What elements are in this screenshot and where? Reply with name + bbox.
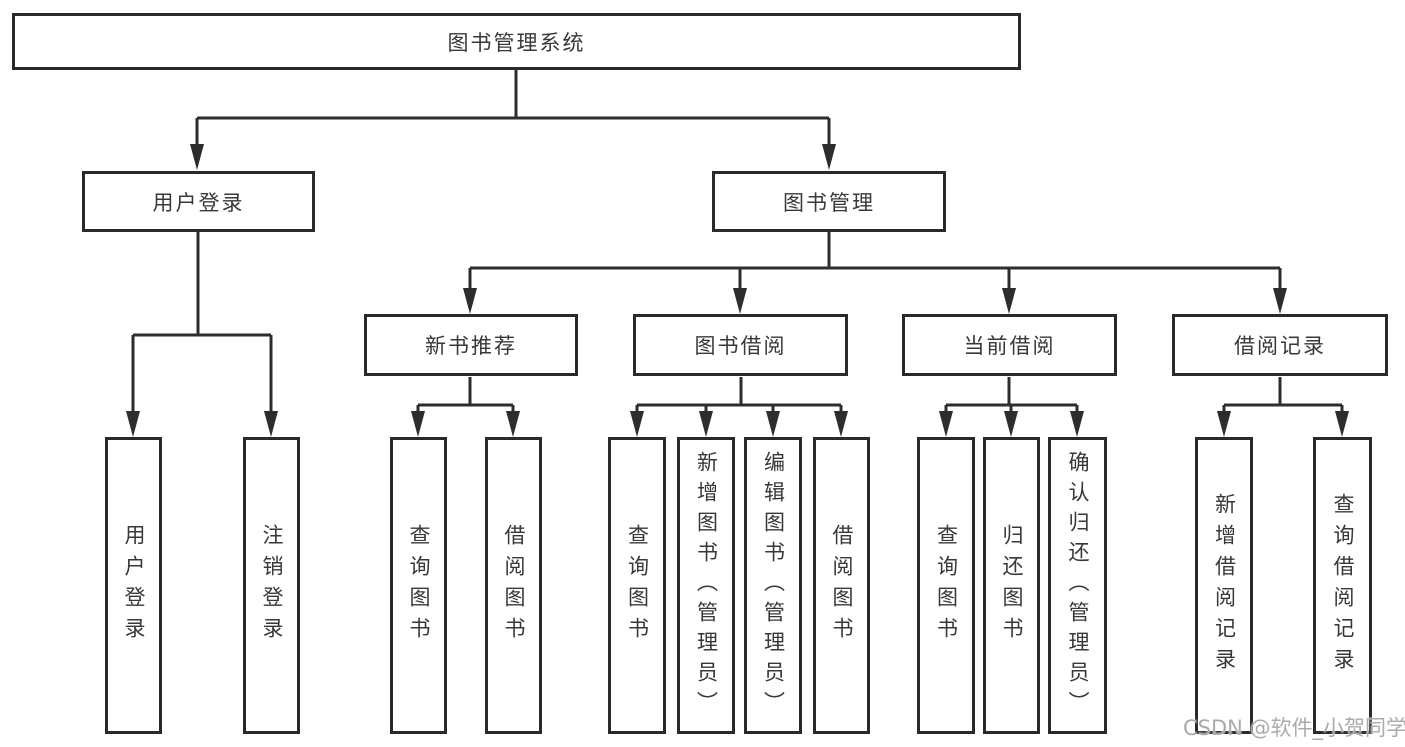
node-library-management-system: 图书管理系统: [12, 13, 1021, 70]
arrowheads: [126, 144, 1349, 437]
csdn-watermark: CSDN @软件_小贺同学: [1183, 716, 1405, 740]
node-borrowing-records: 借阅记录: [1172, 314, 1388, 376]
node-query-borrow-record: 查询借阅记录: [1313, 437, 1372, 734]
node-add-book-admin: 新增图书（管理员）: [677, 437, 735, 734]
node-edit-book-admin: 编辑图书（管理员）: [744, 437, 802, 734]
connector-path: [131, 70, 1344, 413]
node-return-book: 归还图书: [983, 437, 1040, 734]
node-borrow-books-recommend: 借阅图书: [485, 437, 542, 734]
node-query-books-borrowing: 查询图书: [608, 437, 666, 734]
node-user-login-leaf: 用户登录: [105, 437, 162, 734]
node-book-borrowing: 图书借阅: [633, 314, 848, 376]
node-query-books-current: 查询图书: [917, 437, 975, 734]
node-current-borrowing: 当前借阅: [902, 314, 1117, 376]
node-add-borrow-record: 新增借阅记录: [1195, 437, 1253, 734]
node-new-book-recommend: 新书推荐: [364, 314, 578, 376]
node-confirm-return-admin: 确认归还（管理员）: [1048, 437, 1107, 734]
node-logout: 注销登录: [243, 437, 300, 734]
node-borrow-books-borrowing: 借阅图书: [813, 437, 870, 734]
node-query-books-recommend: 查询图书: [390, 437, 447, 734]
node-book-management: 图书管理: [712, 171, 946, 232]
node-user-login: 用户登录: [82, 171, 315, 232]
